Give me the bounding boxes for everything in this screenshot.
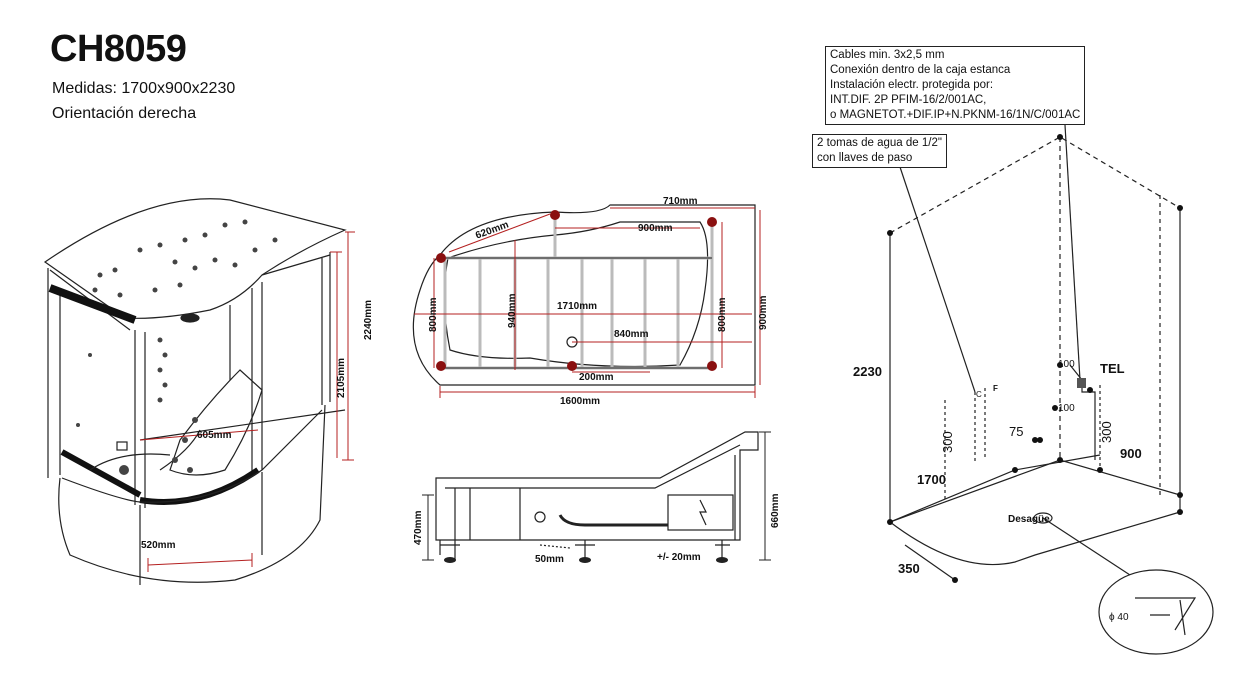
note-water-line: con llaves de paso [817,152,913,164]
dim-center-width: 1710mm [557,301,598,312]
label-tel: TEL [1100,361,1125,376]
dim-right-height: 800mm [717,297,728,332]
label-tel-offset-top: 100 [1058,359,1075,370]
label-width: 1700 [917,472,946,487]
label-tel-offset-bottom: 100 [1058,403,1075,414]
dim-drain-offset: 200mm [579,372,614,383]
dim-bottom-width: 1600mm [560,396,601,407]
label-hot: F [993,384,998,393]
dim-inner-height: 2105mm [336,357,347,398]
note-water-line: 2 tomas de agua de 1/2" [817,137,942,149]
note-water: 2 tomas de agua de 1/2" con llaves de pa… [812,134,947,168]
label-height: 2230 [853,364,882,379]
top-view-drawing [412,204,761,398]
dim-inner-height-top: 940mm [507,293,518,328]
note-electric-line: INT.DIF. 2P PFIM-16/2/001AC, [830,94,987,106]
dim-feet: 50mm [535,554,564,565]
dim-top-right: 710mm [663,196,698,207]
dim-mid-width: 840mm [614,329,649,340]
dim-base-depth: 520mm [141,540,176,551]
label-tap-height: 300 [940,431,955,453]
note-electric-line: Cables min. 3x2,5 mm [830,49,945,61]
dim-side-right-height: 660mm [770,493,781,528]
note-electric-line: o MAGNETOT.+DIF.IP+N.PKNM-16/1N/C/001AC [830,109,1081,121]
orientation-line: Orientación derecha [52,105,197,122]
label-radius: 350 [898,561,920,576]
label-tap-spacing: 75 [1009,424,1024,439]
dim-seat-width: 605mm [197,430,232,441]
dim-adjust: +/- 20mm [657,552,701,563]
label-depth: 900 [1120,446,1142,461]
side-view-drawing [422,431,771,563]
note-electric-line: Conexión dentro de la caja estanca [830,64,1011,76]
model-title: CH8059 [50,28,187,70]
perspective-cabin-drawing [43,198,355,585]
dim-inner-top: 900mm [638,223,673,234]
label-drain-diameter: ϕ 40 [1109,612,1129,623]
note-electric-line: Instalación electr. protegida por: [830,79,994,91]
dimensions-line: Medidas: 1700x900x2230 [52,80,236,97]
dim-outer-height: 900mm [758,295,769,330]
dim-side-left-height: 470mm [413,510,424,545]
note-electric: Cables min. 3x2,5 mm Conexión dentro de … [825,46,1086,125]
installation-drawing [887,124,1214,655]
label-cold: C [976,390,982,399]
dim-left-height: 800mm [428,297,439,332]
dim-total-height: 2240mm [363,299,374,340]
label-drain: Desagüe [1008,514,1050,525]
label-tel-height: 300 [1099,421,1114,443]
